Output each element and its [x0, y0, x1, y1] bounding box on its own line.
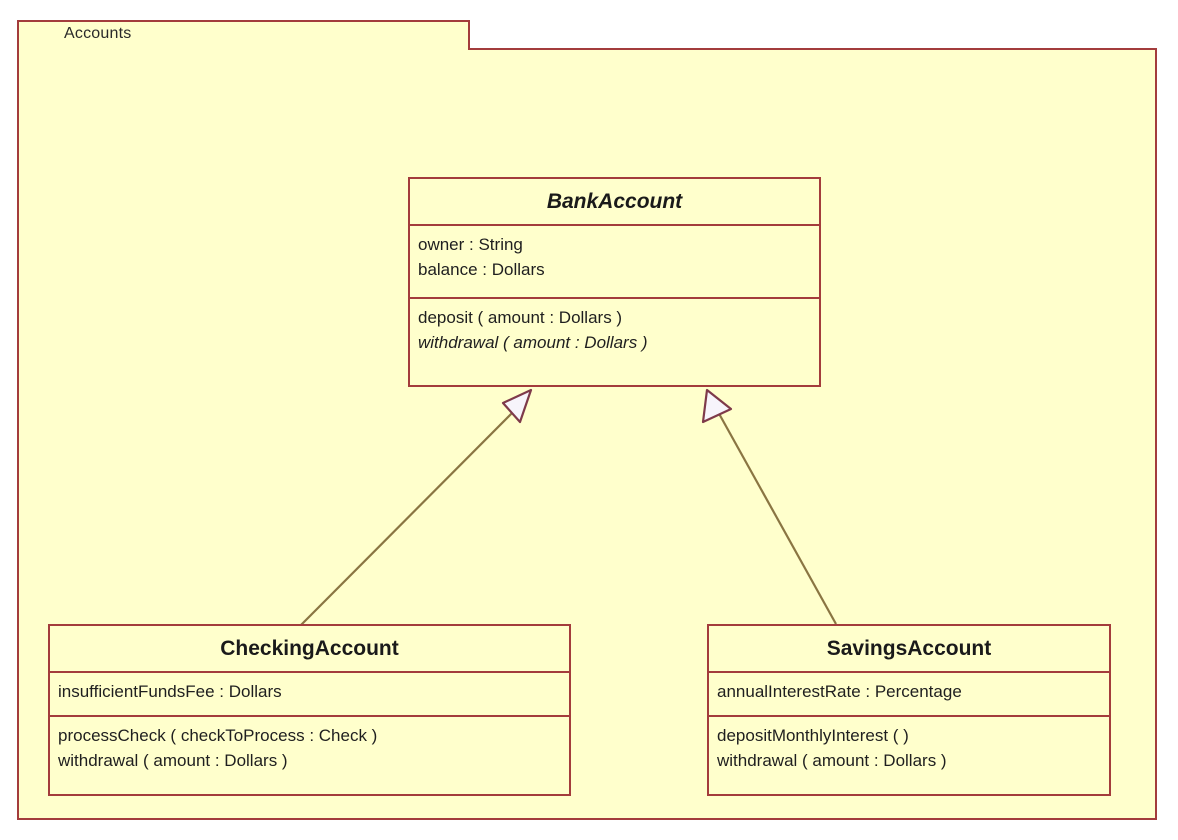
operations-compartment-bankaccount: deposit ( amount : Dollars ) withdrawal …	[410, 299, 819, 383]
operation-row: processCheck ( checkToProcess : Check )	[58, 726, 378, 745]
package-tab[interactable]: Accounts	[17, 20, 470, 50]
class-name-savingsaccount: SavingsAccount	[709, 626, 1109, 673]
attributes-compartment-bankaccount: owner : String balance : Dollars	[410, 226, 819, 299]
attribute-row: insufficientFundsFee : Dollars	[58, 682, 282, 701]
operations-compartment-checkingaccount: processCheck ( checkToProcess : Check ) …	[50, 717, 569, 796]
operation-row: withdrawal ( amount : Dollars )	[58, 751, 288, 770]
operation-row-abstract: withdrawal ( amount : Dollars )	[418, 333, 648, 352]
class-box-bankaccount[interactable]: BankAccount owner : String balance : Dol…	[408, 177, 821, 387]
class-name-checkingaccount: CheckingAccount	[50, 626, 569, 673]
operation-row: withdrawal ( amount : Dollars )	[717, 751, 947, 770]
attributes-compartment-savingsaccount: annualInterestRate : Percentage	[709, 673, 1109, 717]
attribute-row: annualInterestRate : Percentage	[717, 682, 962, 701]
class-box-checkingaccount[interactable]: CheckingAccount insufficientFundsFee : D…	[48, 624, 571, 796]
attribute-row: balance : Dollars	[418, 260, 545, 279]
attribute-row: owner : String	[418, 235, 523, 254]
operation-row: deposit ( amount : Dollars )	[418, 308, 623, 327]
class-name-bankaccount: BankAccount	[410, 179, 819, 226]
operation-row: depositMonthlyInterest ( )	[717, 726, 909, 745]
operations-compartment-savingsaccount: depositMonthlyInterest ( ) withdrawal ( …	[709, 717, 1109, 796]
attributes-compartment-checkingaccount: insufficientFundsFee : Dollars	[50, 673, 569, 717]
package-name-label: Accounts	[64, 25, 132, 42]
class-box-savingsaccount[interactable]: SavingsAccount annualInterestRate : Perc…	[707, 624, 1111, 796]
